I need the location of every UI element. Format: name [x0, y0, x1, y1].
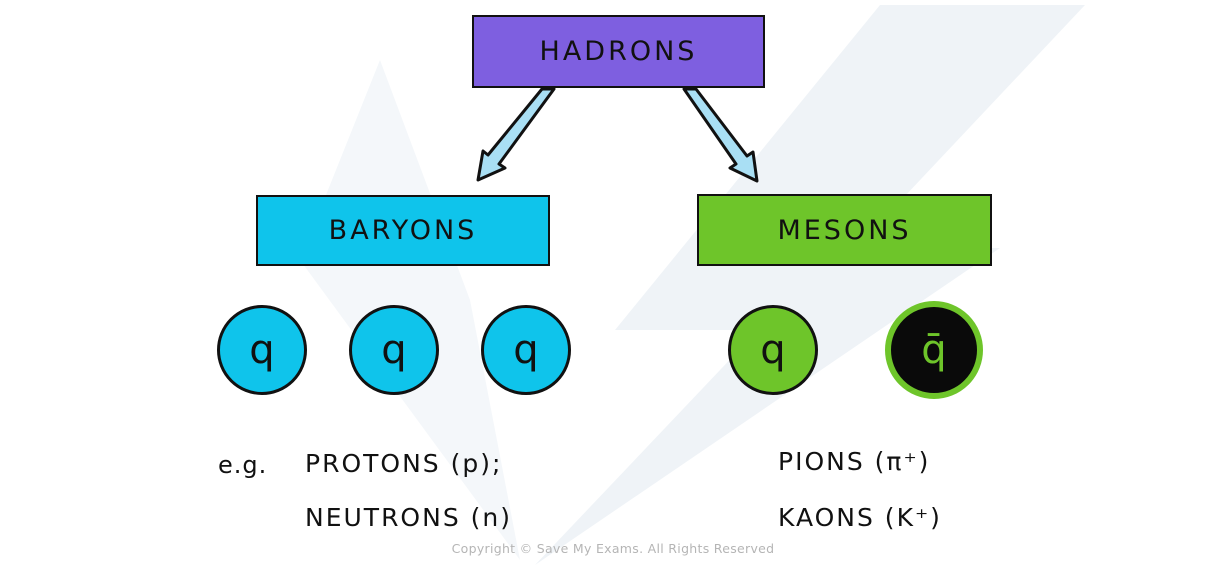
- arrow-to-baryons: [476, 87, 556, 182]
- baryon-quark-3-label: q: [513, 327, 539, 373]
- meson-example-kaons: KAONS (K⁺): [778, 503, 942, 532]
- mesons-box: MESONS: [697, 194, 992, 266]
- baryon-example-neutrons: NEUTRONS (n): [305, 503, 512, 532]
- baryon-quark-1-label: q: [249, 327, 275, 373]
- hadrons-label: HADRONS: [539, 36, 698, 67]
- examples-intro: e.g.: [218, 451, 268, 479]
- meson-example-pions: PIONS (π⁺): [778, 447, 931, 476]
- baryon-quark-1: q: [217, 305, 307, 395]
- meson-antiquark-label: q̄: [921, 327, 947, 373]
- copyright-notice: Copyright © Save My Exams. All Rights Re…: [451, 541, 775, 556]
- baryon-quark-3: q: [481, 305, 571, 395]
- baryon-example-protons: PROTONS (p);: [305, 449, 503, 478]
- mesons-label: MESONS: [777, 214, 912, 246]
- meson-antiquark: q̄: [885, 301, 983, 399]
- baryons-box: BARYONS: [256, 195, 550, 266]
- meson-quark: q: [728, 305, 818, 395]
- baryons-label: BARYONS: [328, 215, 478, 246]
- hadrons-box: HADRONS: [472, 15, 765, 88]
- baryon-quark-2-label: q: [381, 327, 407, 373]
- meson-quark-label: q: [760, 327, 786, 373]
- baryon-quark-2: q: [349, 305, 439, 395]
- arrow-to-mesons: [682, 87, 759, 183]
